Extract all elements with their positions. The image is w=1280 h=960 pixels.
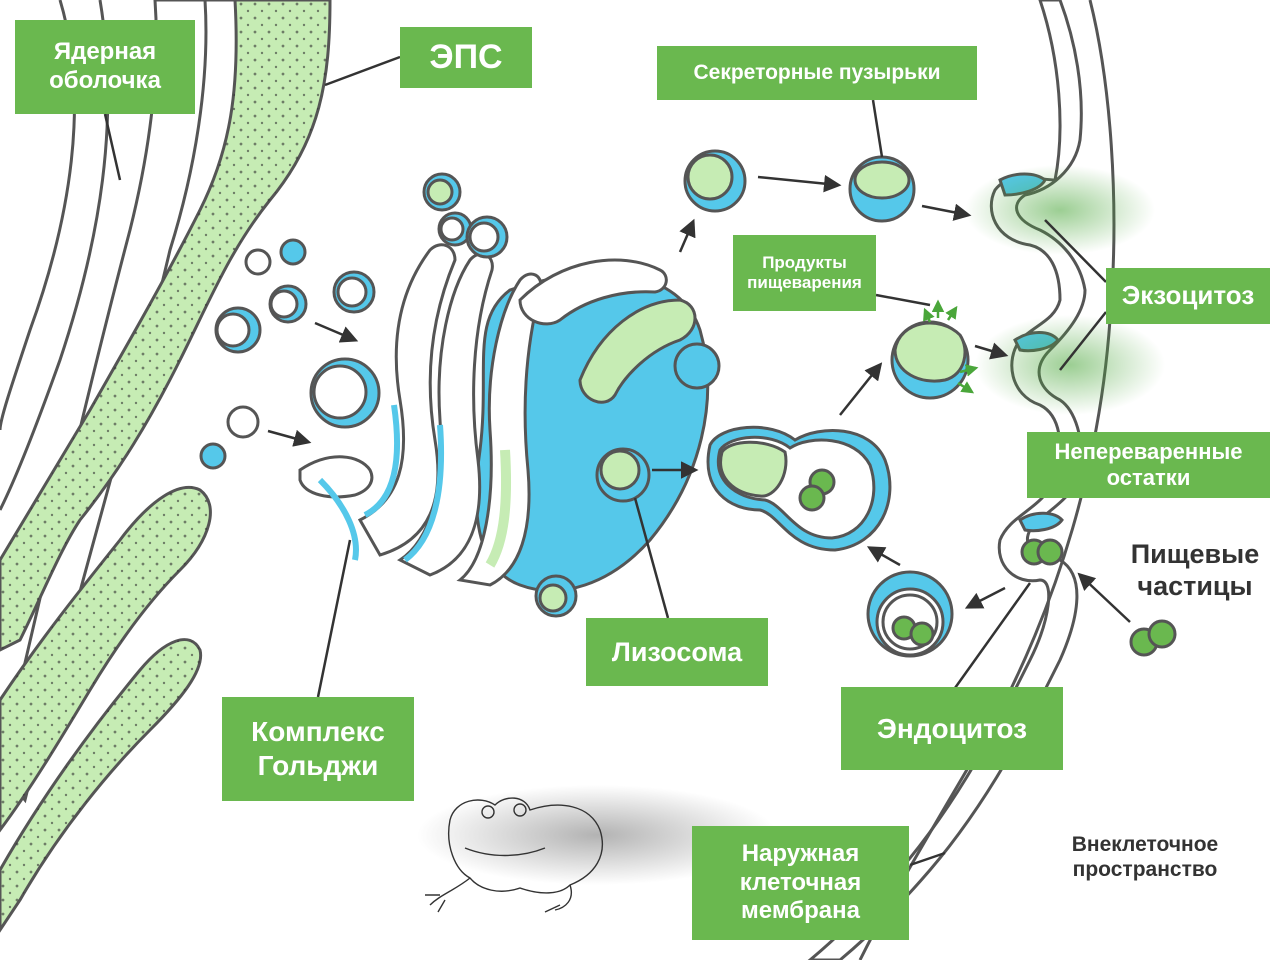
label-endocytosis: Эндоцитоз [841,687,1063,770]
leader-lines [103,55,1107,867]
label-er: ЭПС [400,27,532,88]
exocytosis-spray [965,165,1165,415]
label-lysosome: Лизосома [586,618,768,686]
label-exocytosis: Экзоцитоз [1106,268,1270,324]
food-particle [1129,619,1177,657]
frog-sketch-icon [417,785,777,913]
digestion-product-arrows [923,299,979,394]
golgi-complex [298,243,710,593]
flow-arrows [267,174,1131,623]
label-secretory-vesicles: Секреторные пузырьки [657,46,977,100]
digestive-vesicles [706,320,970,658]
er-sheets [0,0,332,933]
golgi-buds [422,172,721,618]
secretory-vesicles [683,149,916,223]
transport-vesicles [199,238,381,470]
